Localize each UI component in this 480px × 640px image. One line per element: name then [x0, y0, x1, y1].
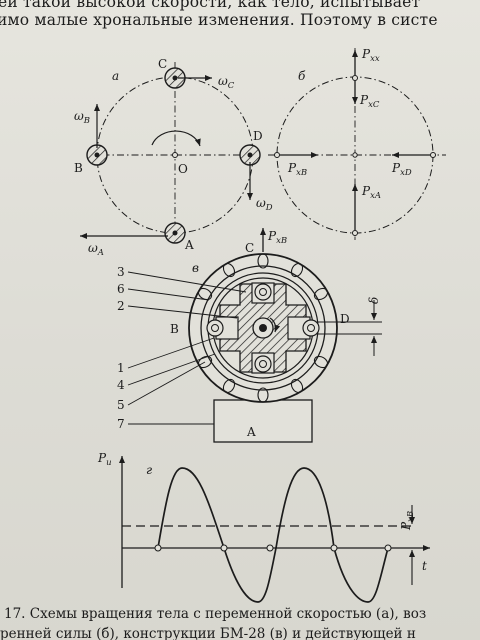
waveform-curve — [157, 467, 389, 603]
rotor-label-b: B — [170, 322, 179, 336]
part-2-label: 2 — [117, 299, 125, 313]
point-b-bottom — [352, 230, 358, 236]
force-pxd-label: PxD — [391, 161, 412, 178]
force-pxb-top-label: PxB — [267, 229, 287, 246]
point-b-right — [430, 152, 436, 158]
body-b-center — [94, 152, 100, 158]
figure-b-label: б — [298, 69, 306, 83]
figure-g: г Pu t PxB — [97, 451, 430, 603]
y-axis-label: Pu — [97, 451, 112, 468]
figure-caption-line-2: ренней силы (б), конструкции БМ-28 (в) и… — [0, 626, 416, 640]
figure-v-label: в — [192, 261, 199, 275]
delta-label: δ — [367, 297, 381, 304]
body-text-line-1: ей такой высокой скорости, как тело, исп… — [0, 0, 421, 11]
time-axis-label: t — [422, 559, 427, 573]
rotor-shaft — [259, 324, 267, 332]
level-pxb-label: PxB — [399, 511, 416, 531]
point-a-label: A — [184, 238, 194, 252]
ball-top — [254, 283, 272, 301]
omega-b-label: ωB — [74, 109, 90, 126]
part-6-label: 6 — [117, 282, 125, 296]
omega-a-label: ωA — [88, 241, 104, 258]
ball-top-core — [259, 288, 267, 296]
ball-right — [302, 319, 320, 337]
center-point-o — [172, 152, 178, 158]
point-o-label: O — [178, 162, 188, 176]
ball-bottom-core — [259, 360, 267, 368]
figure-a-label: а — [112, 69, 119, 83]
body-a-center — [172, 230, 178, 236]
figure-caption-line-1: 17. Схемы вращения тела с переменной ско… — [4, 606, 427, 622]
rotor-label-d: D — [340, 312, 350, 326]
force-pxa-label: PxA — [361, 184, 381, 201]
ball-left — [206, 319, 224, 337]
figure-b: б Pxx PxC PxB PxD PxA — [268, 47, 446, 240]
point-b-top — [352, 75, 358, 81]
body-c-center — [172, 75, 178, 81]
figure-g-label: г — [146, 463, 152, 477]
force-pxc-label: PxC — [359, 93, 380, 110]
point-b-label: B — [74, 161, 83, 175]
part-5-label: 5 — [117, 398, 125, 412]
rotation-arrow-a — [151, 130, 201, 147]
omega-d-label: ωD — [256, 196, 273, 213]
point-c-label: C — [158, 57, 167, 71]
ball-right-core — [307, 324, 315, 332]
ball-left-core — [211, 324, 219, 332]
center-point-b — [352, 152, 358, 158]
housing-inner-ring — [200, 265, 326, 391]
point-d-label: D — [253, 129, 263, 143]
omega-c-label: ωC — [218, 74, 235, 91]
rotor-label-c: C — [245, 241, 254, 255]
body-text-line-2: имо малые хрональные изменения. Поэтому … — [0, 11, 438, 29]
part-7-label: 7 — [117, 417, 125, 431]
force-pxb-label: PxB — [287, 161, 307, 178]
part-4-label: 4 — [117, 378, 125, 392]
body-d-center — [247, 152, 253, 158]
rotor-rotation-arrow — [269, 317, 281, 333]
ball-bottom — [254, 355, 272, 373]
leaders — [127, 271, 247, 425]
part-1-label: 1 — [117, 361, 125, 375]
base-block-label-a: A — [246, 425, 256, 439]
figure-a: а C ωC B ωB D ωD — [74, 57, 273, 258]
zero-crossings — [154, 544, 392, 552]
base-block — [213, 399, 313, 443]
figure-v: в A — [117, 228, 382, 443]
point-b-left — [274, 152, 280, 158]
force-pxx-label: Pxx — [361, 47, 380, 64]
housing-bolts — [197, 253, 329, 403]
part-3-label: 3 — [117, 265, 125, 279]
